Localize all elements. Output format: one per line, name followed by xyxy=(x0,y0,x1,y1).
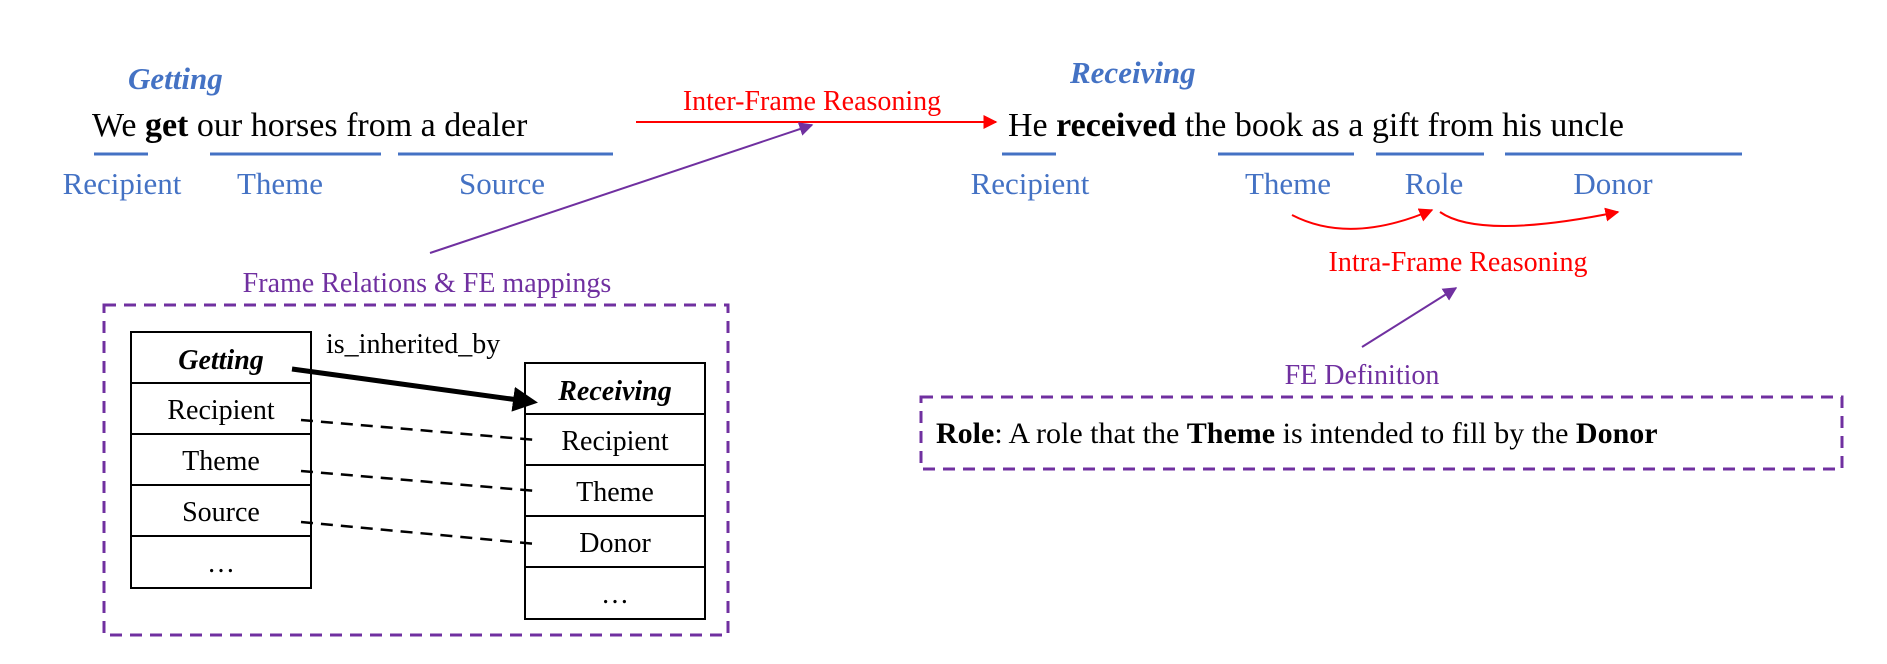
right-fe-label-theme: Theme xyxy=(1245,166,1331,201)
inter-frame-label: Inter-Frame Reasoning xyxy=(683,86,941,117)
relations-title: Frame Relations & FE mappings xyxy=(243,268,612,299)
definition-term: Role xyxy=(936,417,994,450)
parent-fe-theme: Theme xyxy=(182,446,260,477)
left-sentence: We get our horses from a dealer xyxy=(92,107,528,144)
right-word-2: the book xyxy=(1185,107,1303,144)
right-frame-name: Receiving xyxy=(1069,55,1196,90)
fe-mapping-theme xyxy=(300,469,537,493)
definition-to-intra-arrow xyxy=(1361,287,1458,348)
right-target-word: received xyxy=(1056,107,1176,144)
right-word-3: as a gift xyxy=(1311,107,1419,144)
intra-frame-label: Intra-Frame Reasoning xyxy=(1329,247,1588,278)
parent-fe-recipient: Recipient xyxy=(167,395,275,426)
relations-box xyxy=(102,303,730,637)
left-fe-label-theme: Theme xyxy=(237,166,323,201)
parent-fe-source: Source xyxy=(182,497,260,528)
right-sentence: He received the book as a gift from his … xyxy=(1008,107,1624,144)
child-frame-table: Receiving Recipient Theme Donor … xyxy=(524,362,706,620)
left-word-1: We xyxy=(92,107,136,144)
definition-ref-theme: Theme xyxy=(1187,417,1275,450)
left-word-3: from a dealer xyxy=(346,107,528,144)
fe-mapping-source-donor xyxy=(300,520,537,546)
parent-frame-table: Getting Recipient Theme Source … xyxy=(130,331,312,589)
definition-text-part-2: is intended to fill by the xyxy=(1275,417,1576,450)
definition-ref-donor: Donor xyxy=(1576,417,1658,450)
left-target-word: get xyxy=(145,107,189,144)
child-frame-name: Receiving xyxy=(557,376,672,407)
right-fe-label-donor: Donor xyxy=(1573,166,1653,201)
inheritance-arrow xyxy=(291,366,538,412)
intra-arrow-theme-to-role xyxy=(1291,208,1434,230)
fe-mapping-recipient xyxy=(300,418,537,442)
left-word-2: our horses xyxy=(197,107,338,144)
parent-fe-more: … xyxy=(207,548,235,579)
relations-to-inter-arrow xyxy=(429,122,814,254)
child-fe-more: … xyxy=(601,579,629,610)
inheritance-relation-label: is_inherited_by xyxy=(326,329,500,360)
intra-arrow-role-to-donor xyxy=(1439,207,1620,227)
definition-text-part-1: : A role that the xyxy=(994,417,1186,450)
parent-frame-name: Getting xyxy=(178,345,264,376)
child-fe-recipient: Recipient xyxy=(561,426,669,457)
definition-title: FE Definition xyxy=(1285,360,1440,391)
right-word-1: He xyxy=(1008,107,1048,144)
child-fe-donor: Donor xyxy=(579,528,651,559)
right-fe-label-role: Role xyxy=(1405,166,1464,201)
right-fe-label-recipient: Recipient xyxy=(971,166,1090,201)
left-fe-label-recipient: Recipient xyxy=(63,166,182,201)
left-frame-name: Getting xyxy=(128,61,223,96)
child-fe-theme: Theme xyxy=(576,477,654,508)
left-fe-label-source: Source xyxy=(459,166,545,201)
definition-box xyxy=(919,395,1844,471)
right-word-4: from his uncle xyxy=(1428,107,1624,144)
definition-text: Role: A role that the Theme is intended … xyxy=(936,417,1658,450)
